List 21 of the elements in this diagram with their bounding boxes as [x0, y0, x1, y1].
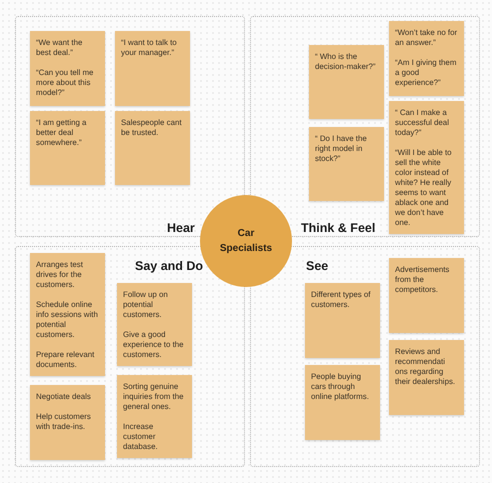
- sticky-note: [30, 31, 105, 106]
- sticky-note: [117, 283, 192, 366]
- center-label: Car Specialists: [218, 227, 274, 256]
- sticky-note: [389, 340, 464, 415]
- sticky-note: [30, 253, 105, 376]
- sticky-note: [309, 45, 384, 119]
- sticky-note: [115, 111, 190, 185]
- sticky-note: [389, 101, 464, 234]
- quadrant-heading: Think & Feel: [301, 221, 376, 236]
- quadrant-heading: Hear: [167, 221, 195, 236]
- sticky-note: [305, 283, 380, 358]
- sticky-note: [305, 365, 380, 440]
- sticky-note: [30, 385, 105, 460]
- sticky-note: [117, 375, 192, 458]
- sticky-note: [389, 21, 464, 96]
- sticky-note: [389, 258, 464, 333]
- sticky-note: [30, 111, 105, 185]
- quadrant-heading: See: [306, 259, 328, 274]
- sticky-note: [115, 31, 190, 106]
- sticky-note: [309, 127, 384, 201]
- quadrant-heading: Say and Do: [135, 259, 204, 274]
